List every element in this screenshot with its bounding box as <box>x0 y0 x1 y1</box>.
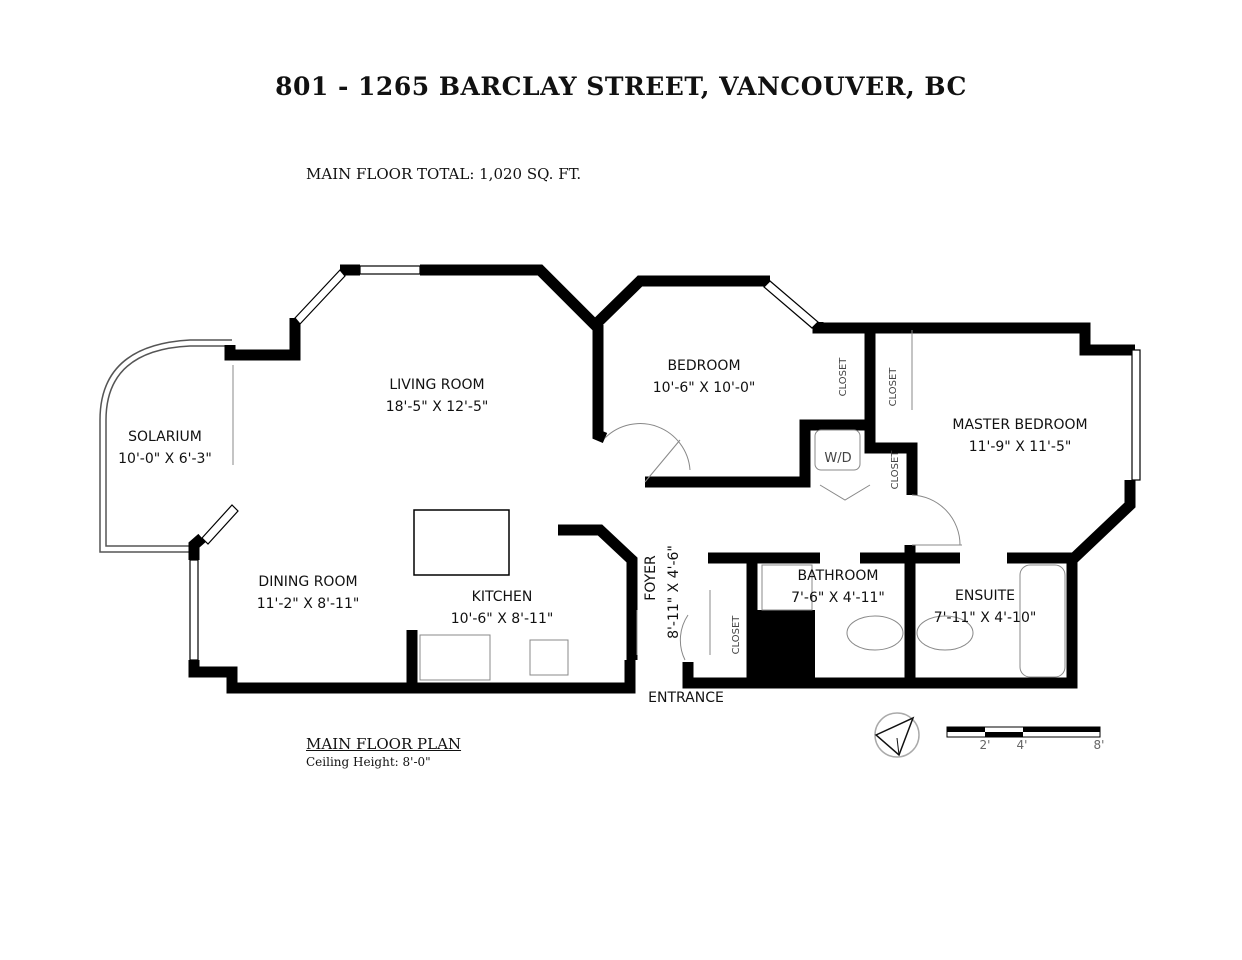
room-dims: 10'-6" X 8'-11" <box>451 611 554 627</box>
ceiling-height: Ceiling Height: 8'-0" <box>306 755 431 769</box>
wd-label: W/D <box>824 451 851 466</box>
room-name: MASTER BEDROOM <box>952 417 1087 433</box>
floor-total: MAIN FLOOR TOTAL: 1,020 SQ. FT. <box>306 165 582 183</box>
room-name: BEDROOM <box>667 358 740 374</box>
room-dims: 18'-5" X 12'-5" <box>386 399 489 415</box>
entrance-label: ENTRANCE <box>648 690 724 706</box>
closet-label: CLOSET <box>838 357 849 397</box>
room-dims: 10'-0" X 6'-3" <box>118 451 212 467</box>
room-dims: 7'-11" X 4'-10" <box>934 610 1037 626</box>
room-labels: SOLARIUM 10'-0" X 6'-3" LIVING ROOM 18'-… <box>118 357 1087 706</box>
room-name: SOLARIUM <box>128 429 202 445</box>
room-name: KITCHEN <box>472 589 533 605</box>
closet-label: CLOSET <box>890 450 901 490</box>
room-name: FOYER <box>643 555 659 601</box>
svg-text:8': 8' <box>1094 738 1105 752</box>
room-dims: 10'-6" X 10'-0" <box>653 380 756 396</box>
scale-bar: 2' 4' 8' <box>946 726 1105 752</box>
room-dims: 11'-2" X 8'-11" <box>257 596 360 612</box>
room-dims: 11'-9" X 11'-5" <box>969 439 1072 455</box>
plan-title: 801 - 1265 BARCLAY STREET, VANCOUVER, BC <box>275 72 967 101</box>
walls <box>188 264 1136 694</box>
room-dims: 7'-6" X 4'-11" <box>791 590 885 606</box>
svg-text:4': 4' <box>1017 738 1028 752</box>
solarium-window <box>99 339 232 553</box>
room-dims: 8'-11" X 4'-6" <box>666 545 682 639</box>
plan-label: MAIN FLOOR PLAN <box>306 735 462 753</box>
closet-label: CLOSET <box>731 615 742 655</box>
room-name: DINING ROOM <box>258 574 357 590</box>
svg-text:2': 2' <box>980 738 991 752</box>
room-name: BATHROOM <box>797 568 878 584</box>
room-name: ENSUITE <box>955 588 1015 604</box>
north-arrow-icon <box>874 712 920 758</box>
closet-label: CLOSET <box>888 367 899 407</box>
room-name: LIVING ROOM <box>389 377 484 393</box>
